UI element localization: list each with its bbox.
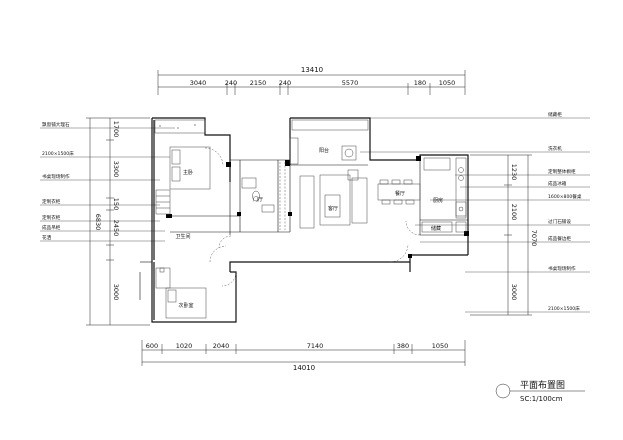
bathroom-fixtures [218, 177, 275, 249]
entrance-doors [209, 243, 409, 287]
label-bed-second: 2100×1500床 [548, 305, 580, 312]
storage-fixtures [421, 221, 467, 233]
right-dimension-chain: 1230 2100 3000 7070 [470, 154, 538, 316]
master-bed [169, 146, 224, 190]
left-dim-2: 3300 [112, 161, 120, 178]
drawing-title: 平面布置图 [520, 379, 565, 391]
bottom-dimension-chain: 600 1020 2040 7140 380 1050 14010 [141, 340, 466, 372]
left-annotations: 飘窗铺大理石 2100×1500床 书桌现场制作 定制衣柜 定制衣柜 成品吊柜 … [40, 121, 175, 242]
bottom-dim-6: 1050 [432, 342, 449, 350]
interior-walls [170, 159, 468, 236]
room-balcony: 阳台 [319, 147, 329, 154]
room-bathroom: 卫生间 [175, 233, 190, 240]
room-master-bedroom: 主卧 [183, 169, 193, 176]
left-total-dim: 6830 [94, 214, 102, 231]
left-dim-1: 1700 [112, 121, 120, 138]
right-annotations: 储藏柜 洗衣机 定制整体橱柜 成品冰箱 1600×800餐桌 过门石铺设 成品餐… [360, 111, 590, 313]
room-dining: 餐厅 [395, 190, 405, 197]
label-desk-second: 书桌现场制作 [548, 265, 576, 272]
room-hall: 门厅 [253, 196, 263, 203]
label-dining-table: 1600×800餐桌 [548, 193, 582, 200]
label-kitchen-cabinet: 定制整体橱柜 [548, 168, 576, 175]
structural-columns [166, 156, 469, 258]
master-wardrobe [155, 189, 171, 215]
right-dim-3: 3000 [510, 284, 518, 301]
label-fridge: 成品冰箱 [548, 180, 567, 187]
title-block: 平面布置图 SC:1/100cm [495, 379, 585, 403]
top-total-dim: 13410 [301, 66, 323, 74]
label-window-marble: 飘窗铺大理石 [42, 121, 70, 128]
right-dim-2: 2100 [510, 204, 518, 221]
label-desk-master: 书桌现场制作 [42, 173, 70, 180]
label-threshold-stone: 过门石铺设 [548, 218, 571, 225]
exterior-walls [139, 117, 469, 323]
room-labels: 主卧 卫生间 门厅 阳台 客厅 餐厅 厨房 储藏 次卧室 [175, 147, 443, 309]
left-dim-5: 3000 [112, 284, 120, 301]
top-dim-3: 2150 [250, 79, 267, 87]
label-washing-machine: 洗衣机 [548, 145, 562, 152]
dining-table [377, 179, 421, 205]
right-total-dim: 7070 [530, 230, 538, 247]
top-dim-5: 5570 [342, 79, 359, 87]
room-second-bedroom: 次卧室 [178, 302, 193, 309]
left-dimension-chain: 6830 1700 3300 150 2450 3000 [86, 117, 150, 326]
label-shower: 花洒 [42, 234, 52, 241]
top-dim-2: 240 [225, 79, 237, 87]
drawing-scale: SC:1/100cm [520, 395, 563, 403]
second-bedroom-furniture [155, 267, 207, 319]
label-wardrobe-2: 定制衣柜 [42, 214, 61, 221]
bottom-total-dim: 14010 [293, 364, 315, 372]
label-bed-master: 2100×1500床 [42, 150, 74, 157]
top-dim-6: 180 [414, 79, 426, 87]
label-sideboard: 成品餐边柜 [548, 235, 571, 242]
balcony-fixtures [291, 119, 369, 161]
kitchen-fixtures [405, 157, 467, 236]
left-dim-3: 150 [112, 198, 120, 210]
label-wardrobe-1: 定制衣柜 [42, 198, 61, 205]
label-hanging-cabinet: 成品吊柜 [42, 224, 61, 231]
top-dim-7: 1050 [439, 79, 456, 87]
bottom-dim-1: 600 [146, 342, 158, 350]
hall-cabinet [279, 137, 299, 230]
right-dim-1: 1230 [510, 164, 518, 181]
room-storage: 储藏 [431, 225, 441, 232]
room-kitchen: 厨房 [433, 197, 443, 204]
top-dim-4: 240 [279, 79, 291, 87]
top-dim-1: 3040 [190, 79, 207, 87]
living-room-furniture [299, 169, 368, 229]
left-dim-4: 2450 [112, 220, 120, 237]
room-living: 客厅 [328, 205, 338, 212]
bay-window-marble [154, 119, 206, 134]
bottom-dim-4: 7140 [307, 342, 324, 350]
top-dimension-chain: 13410 3040 240 2150 240 5570 180 1050 [157, 66, 466, 95]
bottom-dim-5: 380 [397, 342, 409, 350]
bottom-dim-3: 2040 [213, 342, 230, 350]
bottom-dim-2: 1020 [176, 342, 193, 350]
label-storage-cabinet: 储藏柜 [548, 111, 562, 118]
